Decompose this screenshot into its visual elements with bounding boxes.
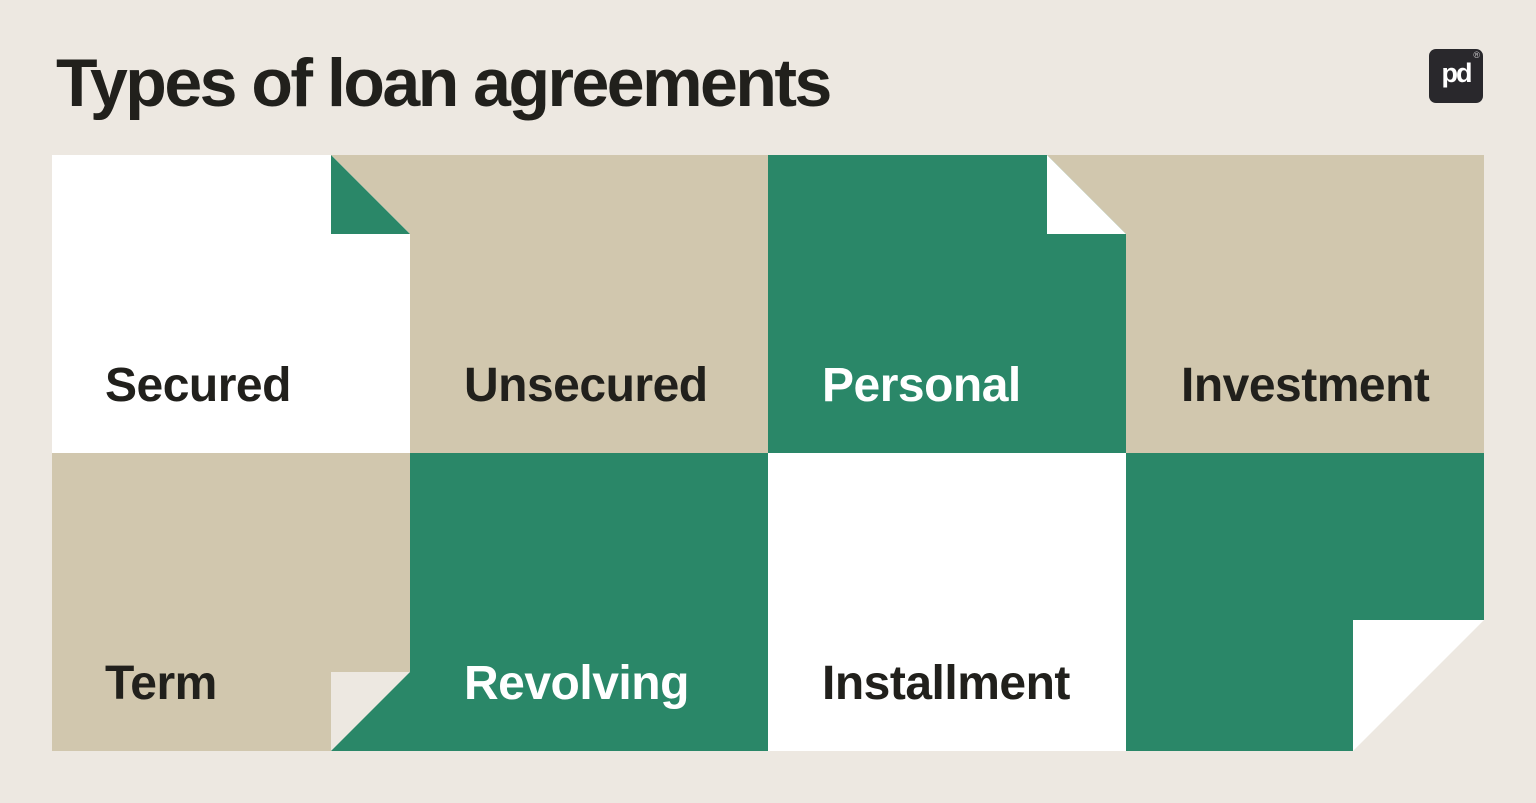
personal-card [768, 155, 1126, 453]
secured-fold-flap [331, 155, 410, 234]
unlabeled-card-fold-flap [1353, 620, 1484, 751]
cell-label-term: Term [105, 657, 217, 710]
pandadoc-logo: pd ® [1429, 49, 1483, 103]
secured-card [52, 155, 410, 453]
unlabeled-green-card [1126, 453, 1484, 751]
pandadoc-monogram-icon: pd [1441, 58, 1473, 88]
revolving-card [410, 453, 768, 751]
page-title: Types of loan agreements [56, 45, 832, 121]
cell-label-investment: Investment [1181, 359, 1430, 412]
cell-label-revolving: Revolving [464, 657, 689, 710]
revolving-fold-flap [331, 672, 410, 751]
term-card [52, 453, 410, 751]
cell-label-personal: Personal [822, 359, 1021, 412]
installment-card [768, 453, 1126, 751]
registered-trademark: ® [1473, 50, 1480, 60]
loan-types-grid [52, 155, 1484, 751]
unsecured-card [410, 155, 768, 453]
cell-label-unsecured: Unsecured [464, 359, 708, 412]
cell-label-secured: Secured [105, 359, 291, 412]
personal-fold-flap [1047, 155, 1126, 234]
investment-card [1126, 155, 1484, 453]
cell-label-installment: Installment [822, 657, 1070, 710]
